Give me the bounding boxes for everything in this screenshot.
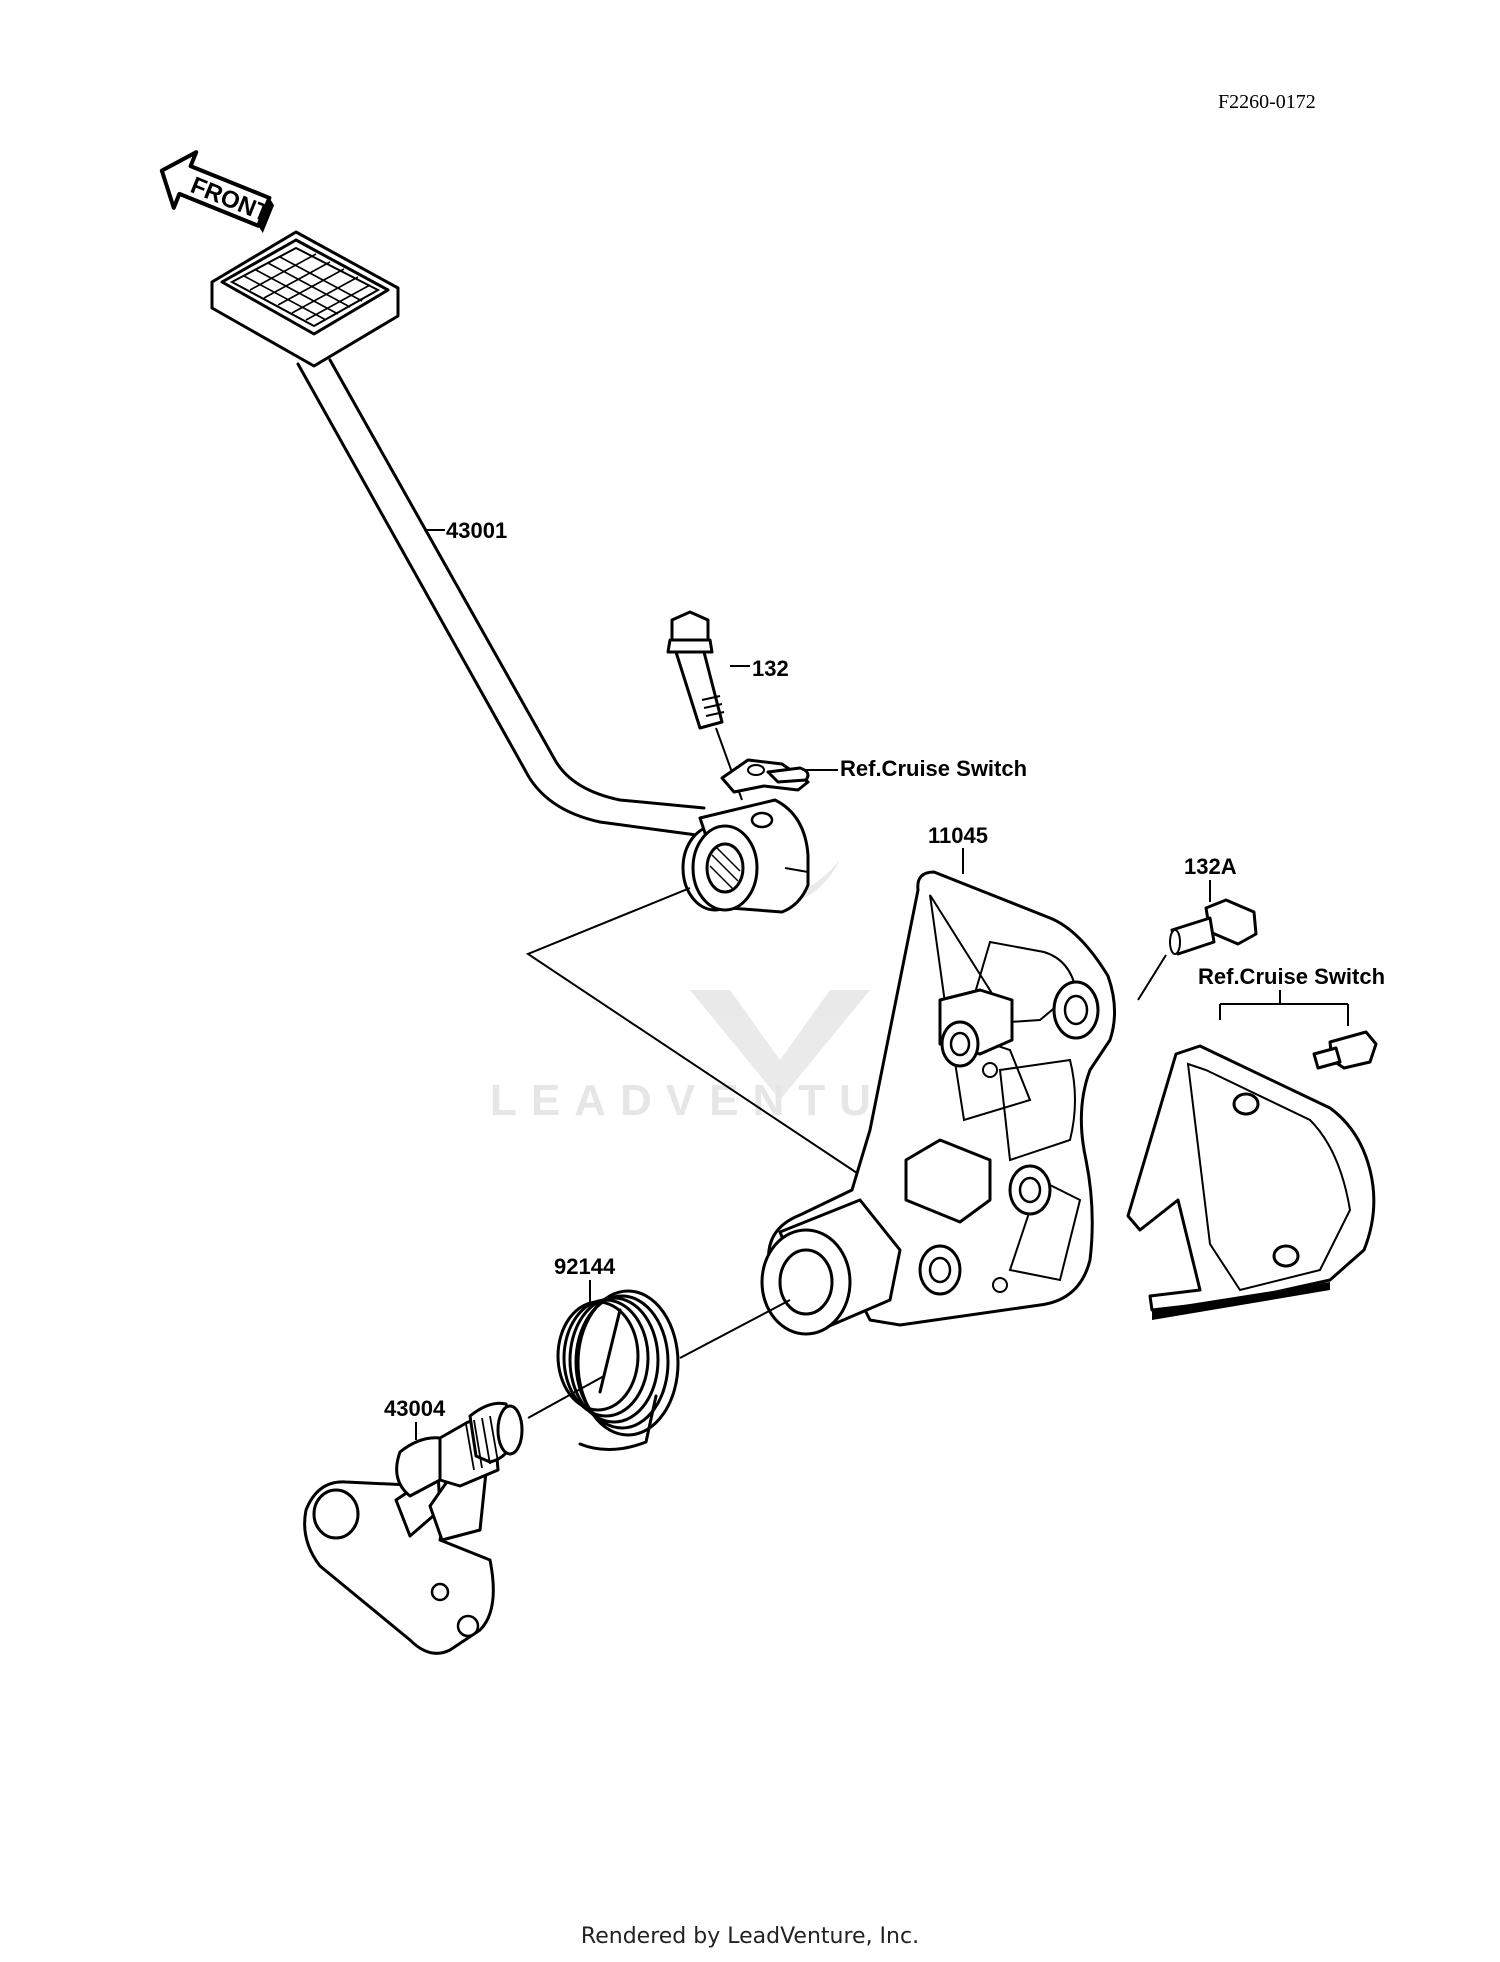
front-arrow: FRONT xyxy=(159,150,275,234)
shaft-43004 xyxy=(303,1401,524,1655)
part-label-132: 132 xyxy=(752,656,789,681)
part-label-43004: 43004 xyxy=(384,1396,446,1421)
bolt-132 xyxy=(666,610,743,801)
diagram-code: F2260-0172 xyxy=(1218,91,1316,113)
ref-cruise-switch-label: Ref.Cruise Switch xyxy=(840,756,1027,781)
part-label-92144: 92144 xyxy=(554,1254,616,1279)
footer-credit: Rendered by LeadVenture, Inc. xyxy=(580,1924,920,1949)
spring-92144 xyxy=(527,1289,791,1452)
bracket-11045 xyxy=(760,870,1117,1336)
bolt-132a xyxy=(1137,898,1258,1001)
brake-pedal xyxy=(210,230,810,914)
cruise-switch-cover xyxy=(1126,1044,1376,1320)
cruise-switch-bracket xyxy=(720,758,810,794)
leader-lines xyxy=(415,529,1349,1440)
screw-cruise-switch xyxy=(1312,1030,1378,1070)
part-label-132a: 132A xyxy=(1184,854,1237,879)
part-label-43001: 43001 xyxy=(446,518,507,543)
part-label-11045: 11045 xyxy=(928,823,988,848)
ref-cruise-switch-label: Ref.Cruise Switch xyxy=(1198,964,1385,989)
assembly-line xyxy=(525,887,861,1176)
